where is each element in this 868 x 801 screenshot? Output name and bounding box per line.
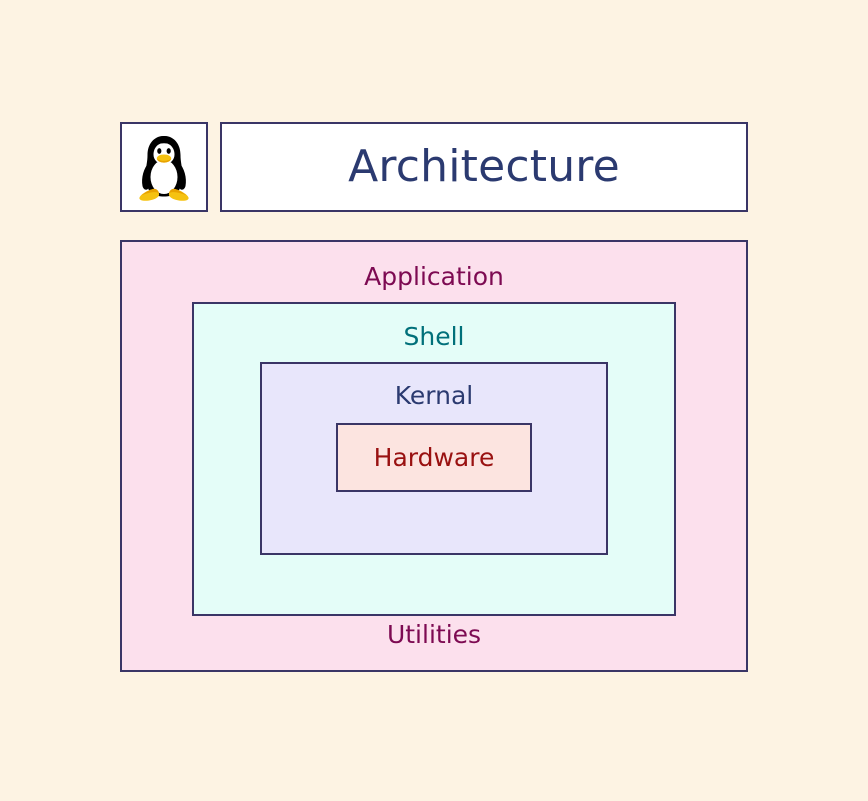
layer-kernal: Kernal bbox=[260, 362, 608, 555]
layer-hardware: Hardware bbox=[336, 423, 532, 492]
layer-utilities-label: Utilities bbox=[386, 620, 482, 649]
page-title: Architecture bbox=[348, 141, 620, 192]
linux-tux-penguin-icon bbox=[135, 132, 193, 202]
layer-shell-label: Shell bbox=[403, 322, 465, 351]
linux-logo-box bbox=[120, 122, 208, 212]
diagram-header: Architecture bbox=[120, 122, 748, 212]
diagram-title-box: Architecture bbox=[220, 122, 748, 212]
layer-hardware-label: Hardware bbox=[373, 443, 495, 472]
layer-kernal-label: Kernal bbox=[394, 381, 474, 410]
layer-application-label: Application bbox=[364, 262, 504, 291]
